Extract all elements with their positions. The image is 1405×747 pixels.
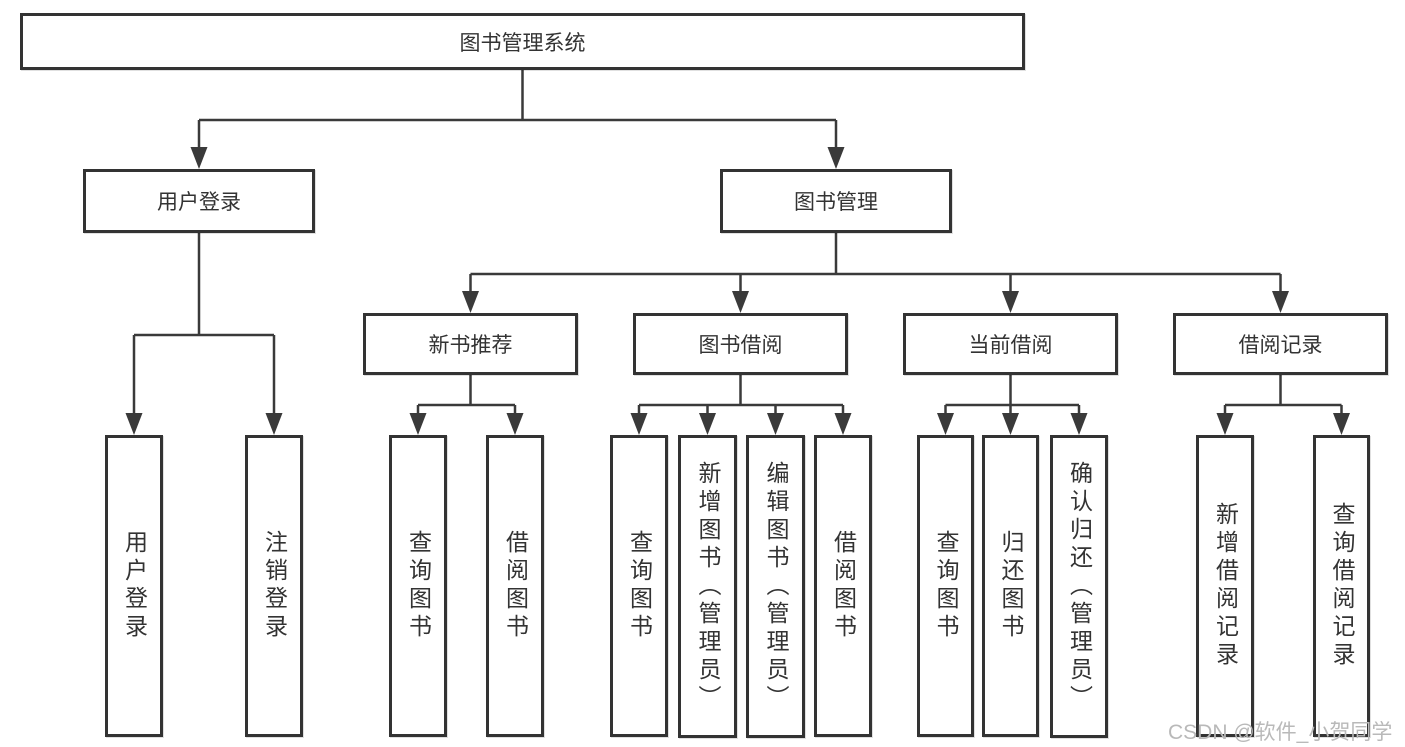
arrowhead-icon <box>834 413 852 435</box>
group-node-new-book-recommend: 新书推荐 <box>363 313 578 375</box>
branch-node-label: 用户登录 <box>157 191 241 214</box>
leaf-edit-books-admin: 编辑图书（管理员） <box>746 435 805 738</box>
group-node-borrowing-records: 借阅记录 <box>1173 313 1388 375</box>
arrowhead-icon <box>1002 291 1019 313</box>
group-node-book-borrowing: 图书借阅 <box>633 313 848 375</box>
arrowhead-icon <box>1070 413 1088 435</box>
arrowhead-icon <box>937 413 954 435</box>
arrowhead-icon <box>1002 413 1019 435</box>
leaf-search-books: 查询图书 <box>917 435 974 737</box>
group-node-current-borrowing: 当前借阅 <box>903 313 1118 375</box>
connector-bookmgmt-to-groups <box>462 233 1289 313</box>
branch-node-label: 图书管理 <box>794 191 878 214</box>
arrowhead-icon <box>1272 291 1289 313</box>
leaf-user-login: 用户登录 <box>105 435 163 737</box>
connector-records-to-leaves <box>1216 375 1350 435</box>
arrowhead-icon <box>630 413 648 435</box>
leaf-label: 确认归还（管理员） <box>1066 460 1093 713</box>
leaf-label: 用户登录 <box>121 530 148 642</box>
leaf-label: 查询图书 <box>933 530 959 642</box>
arrowhead-icon <box>462 291 479 313</box>
arrowhead-icon <box>732 291 749 313</box>
leaf-label: 查询图书 <box>405 530 432 642</box>
leaf-search-books: 查询图书 <box>610 435 668 737</box>
leaf-confirm-return-admin: 确认归还（管理员） <box>1050 435 1108 738</box>
group-node-label: 借阅记录 <box>1238 334 1323 357</box>
arrowhead-icon <box>1216 413 1234 435</box>
csdn-watermark: CSDN @软件_小贺同学 <box>1168 721 1393 744</box>
leaf-borrow-books: 借阅图书 <box>486 435 544 737</box>
leaf-label: 注销登录 <box>261 530 288 642</box>
arrowhead-icon <box>767 413 784 435</box>
leaf-label: 归还图书 <box>998 530 1024 642</box>
leaf-borrow-books: 借阅图书 <box>814 435 872 737</box>
leaf-search-books: 查询图书 <box>389 435 447 737</box>
arrowhead-icon <box>827 147 845 169</box>
leaf-label: 编辑图书（管理员） <box>763 460 789 713</box>
leaf-add-borrow-record: 新增借阅记录 <box>1196 435 1254 737</box>
connector-root-to-level2 <box>190 70 845 169</box>
group-node-label: 新书推荐 <box>428 334 513 357</box>
leaf-label: 新增图书（管理员） <box>695 460 721 713</box>
leaf-label: 查询借阅记录 <box>1329 502 1355 670</box>
leaf-label: 查询图书 <box>626 530 653 642</box>
connector-current-to-leaves <box>937 375 1088 435</box>
arrowhead-icon <box>125 413 143 435</box>
arrowhead-icon <box>1333 413 1350 435</box>
leaf-label: 新增借阅记录 <box>1212 502 1239 670</box>
leaf-return-books: 归还图书 <box>982 435 1039 737</box>
connector-borrowing-to-leaves <box>630 375 852 435</box>
connector-newbooks-to-leaves <box>409 375 524 435</box>
root-node-book-management-system: 图书管理系统 <box>20 13 1025 70</box>
branch-node-user-login: 用户登录 <box>83 169 315 233</box>
root-node-label: 图书管理系统 <box>459 31 586 55</box>
branch-node-book-management: 图书管理 <box>720 169 952 233</box>
connector-userlogin-to-leaves <box>125 233 283 435</box>
group-node-label: 图书借阅 <box>698 334 783 357</box>
leaf-search-borrow-record: 查询借阅记录 <box>1313 435 1370 737</box>
group-node-label: 当前借阅 <box>968 334 1053 357</box>
leaf-label: 借阅图书 <box>502 530 529 642</box>
leaf-add-books-admin: 新增图书（管理员） <box>678 435 737 738</box>
arrowhead-icon <box>506 413 524 435</box>
arrowhead-icon <box>265 413 283 435</box>
arrowhead-icon <box>699 413 716 435</box>
arrowhead-icon <box>190 147 208 169</box>
leaf-logout-login: 注销登录 <box>245 435 303 737</box>
arrowhead-icon <box>409 413 427 435</box>
leaf-label: 借阅图书 <box>830 530 857 642</box>
